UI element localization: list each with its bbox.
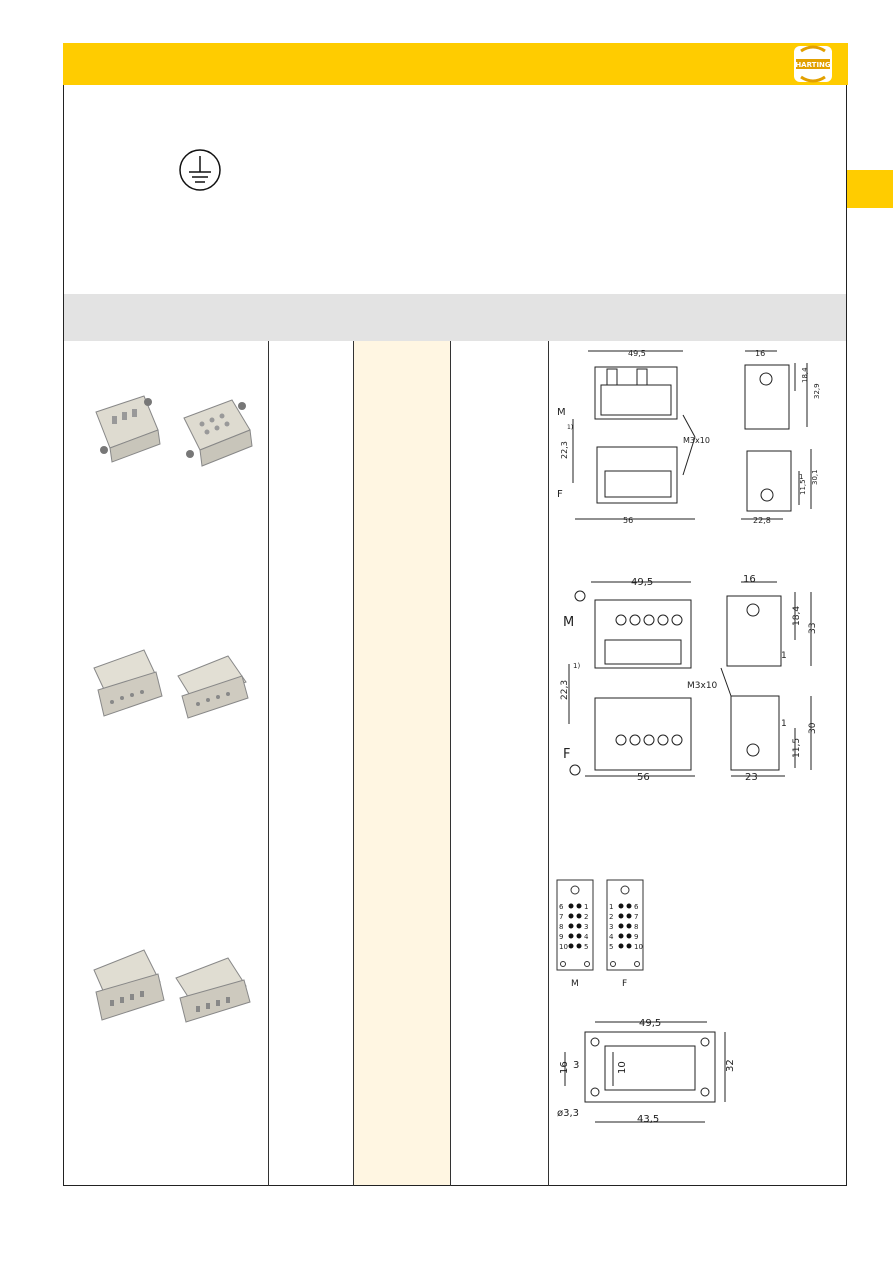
svg-text:1: 1 [781,719,787,729]
svg-text:30: 30 [808,722,818,734]
svg-text:16: 16 [559,1061,570,1074]
pin-number: 4 [584,933,589,941]
header-bar [63,43,848,85]
pin-number: 9 [634,933,638,941]
svg-text:18,4: 18,4 [792,606,802,626]
contact-pin [618,923,624,929]
svg-text:M3x10: M3x10 [687,681,718,691]
contact-pin [626,913,632,919]
contact-pin [576,923,582,929]
contact-pin [568,933,574,939]
pin-number: 9 [559,933,563,941]
column-divider [268,341,269,1186]
svg-text:11,5: 11,5 [799,479,807,495]
protective-earth-icon [178,148,222,192]
pin-number: 7 [634,913,638,921]
column-divider [450,341,451,1186]
side-tab [847,170,893,208]
contact-pin [576,933,582,939]
svg-text:M: M [557,407,566,418]
product-photo-cage-clamp [82,940,272,1030]
svg-text:32: 32 [725,1059,736,1072]
pin-number: 10 [634,943,643,951]
svg-text:32,9: 32,9 [813,383,821,399]
svg-text:30,1: 30,1 [811,469,819,485]
svg-text:16: 16 [755,349,765,358]
product-photo-screw [82,640,272,725]
harting-logo: HARTING [793,45,833,83]
logo-text: HARTING [795,61,831,69]
highlight-column [354,341,450,1185]
contact-pin [618,933,624,939]
svg-text:M3x10: M3x10 [683,436,710,445]
contact-pin [626,903,632,909]
svg-text:ø3,3: ø3,3 [557,1108,579,1119]
dimension-drawing-crimp: 49,5 M F 22,3 1) 56 M3x10 16 18,4 32,9 1… [555,345,845,535]
svg-text:11,5: 11,5 [792,738,802,758]
pin-number: 2 [584,913,588,921]
svg-text:22,8: 22,8 [753,516,771,525]
svg-text:1: 1 [781,651,787,661]
pin-number: 6 [634,903,639,911]
contact-pin [576,913,582,919]
content-frame [63,85,847,1186]
svg-text:22,3: 22,3 [560,441,569,459]
contact-pin [626,933,632,939]
svg-text:18,4: 18,4 [801,367,809,383]
pin-number: 3 [609,923,613,931]
panel-cutout-drawing: 49,5 32 16 10 3 43,5 ø3,3 [555,1012,755,1137]
contact-pin [618,913,624,919]
svg-text:1: 1 [799,473,803,481]
pin-number: 5 [609,943,613,951]
svg-text:49,5: 49,5 [631,577,653,588]
svg-text:F: F [563,747,570,762]
svg-text:10: 10 [617,1061,628,1074]
svg-text:33: 33 [808,623,818,634]
svg-text:16: 16 [743,574,756,585]
svg-text:1): 1) [573,662,580,670]
contact-pin [626,943,632,949]
contact-pin [618,943,624,949]
pin-number: 7 [559,913,563,921]
pin-number: 4 [609,933,614,941]
svg-text:56: 56 [637,772,650,783]
column-divider [548,341,549,1186]
svg-text:F: F [557,489,563,500]
pin-number: 2 [609,913,613,921]
svg-text:56: 56 [623,516,633,525]
contact-pin [568,923,574,929]
svg-text:22,3: 22,3 [560,680,570,700]
svg-text:F: F [622,979,627,989]
svg-text:49,5: 49,5 [639,1018,661,1029]
contact-pin [568,943,574,949]
product-photo-crimp [82,382,272,477]
contact-pin [626,923,632,929]
svg-text:23: 23 [745,772,758,783]
contact-pin [576,943,582,949]
svg-text:49,5: 49,5 [628,349,646,358]
svg-text:M: M [563,615,574,630]
contact-pin [568,913,574,919]
svg-text:43,5: 43,5 [637,1114,659,1125]
pin-number: 3 [584,923,588,931]
section-band [64,294,846,341]
pin-layout-diagram: 6 1 7 2 8 3 9 4 10 5 1 6 2 7 3 8 4 9 5 10 M F [555,878,665,998]
column-divider [353,341,354,1186]
svg-text:1): 1) [567,424,573,431]
pin-number: 1 [609,903,613,911]
pin-number: 8 [634,923,638,931]
dimension-drawing-screw: 49,5 M 22,3 1) F 56 M3x10 16 18,4 33 1 1… [555,568,845,795]
contact-pin [568,903,574,909]
contact-pin [618,903,624,909]
contact-pin [576,903,582,909]
svg-text:3: 3 [573,1060,579,1071]
pin-number: 1 [584,903,588,911]
pin-number: 6 [559,903,564,911]
pin-number: 5 [584,943,588,951]
svg-text:M: M [571,979,579,989]
pin-number: 10 [559,943,568,951]
pin-number: 8 [559,923,563,931]
